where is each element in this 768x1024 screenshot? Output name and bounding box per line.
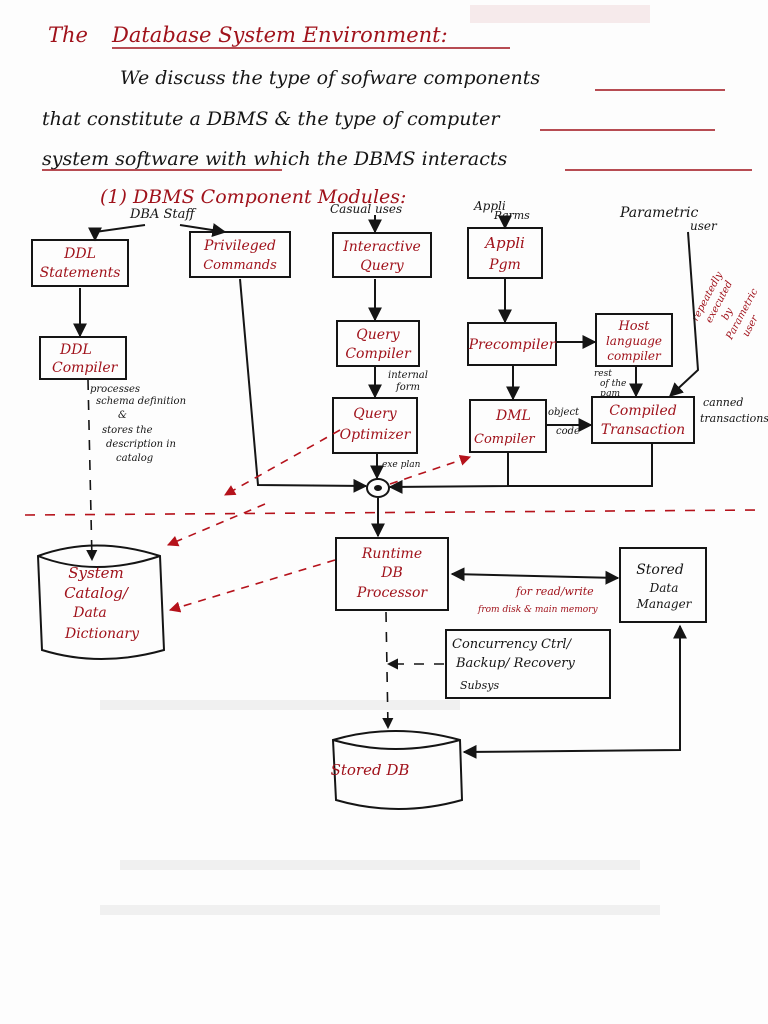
concurrency-subsystem-box: Concurrency Ctrl/ Backup/ Recovery Subsy… xyxy=(445,629,611,699)
privileged-line2: Commands xyxy=(203,258,277,273)
query-optimizer-box: Query Optimizer xyxy=(332,397,418,454)
object-code-label-2: code xyxy=(556,426,580,437)
sdm-line3: Manager xyxy=(636,597,693,611)
rest-pgm-label-3: pgm xyxy=(600,389,620,399)
appli-pgm-box: Appli Pgm xyxy=(467,227,543,279)
header-the: The xyxy=(48,23,88,47)
host-line3: compiler xyxy=(607,349,662,363)
query-optimizer-line2: Optimizer xyxy=(340,427,412,443)
host-line2: language xyxy=(606,334,662,348)
system-catalog-cylinder: System Catalog/ Data Dictionary xyxy=(36,544,166,660)
ddl-statements-box: DDL Statements xyxy=(31,239,129,287)
repeat-note-3: by xyxy=(720,306,736,322)
catalog-line4: Dictionary xyxy=(64,626,140,642)
parametric-label-1: Parametric xyxy=(619,205,699,221)
query-optimizer-line1: Query xyxy=(353,406,397,422)
rest-pgm-label-2: of the xyxy=(600,379,626,389)
parametric-label-2: user xyxy=(690,219,718,233)
host-language-compiler-box: Host language compiler xyxy=(595,313,673,367)
privileged-commands-box: Privileged Commands xyxy=(189,231,291,278)
appli-label-2: Pgrms xyxy=(493,209,530,222)
rw-label-2: from disk & main memory xyxy=(477,605,598,615)
exe-plan-label: exe plan xyxy=(382,460,421,470)
precompiler-box: Precompiler xyxy=(467,322,557,366)
appli-pgm-line2: Pgm xyxy=(488,257,521,273)
ddl-note-3: & xyxy=(118,410,127,421)
ddl-compiler-line2: Compiler xyxy=(52,360,119,376)
dba-staff-label: DBA Staff xyxy=(129,207,197,222)
stored-db-cylinder: Stored DB xyxy=(331,730,464,810)
ddl-note-1: processes xyxy=(90,384,140,395)
conc-line2: Backup/ Recovery xyxy=(455,656,576,671)
canned-label-1: canned xyxy=(703,396,743,409)
query-compiler-line2: Compiler xyxy=(345,346,412,362)
dml-compiler-line2: Compiler xyxy=(474,432,535,447)
casual-users-label: Casual uses xyxy=(330,202,402,216)
runtime-db-processor-box: Runtime DB Processor xyxy=(335,537,449,611)
intro-line-1: We discuss the type of sofware component… xyxy=(120,67,540,89)
rest-pgm-label-1: rest xyxy=(594,369,612,379)
runtime-line3: Processor xyxy=(356,585,428,601)
runtime-line1: Runtime xyxy=(361,546,422,562)
dml-compiler-line1: DML xyxy=(495,408,531,424)
ddl-statements-line2: Statements xyxy=(40,265,121,281)
section-heading: (1) DBMS Component Modules: xyxy=(100,186,406,208)
ddl-note-6: catalog xyxy=(116,453,153,464)
stored-db-label: Stored DB xyxy=(331,761,410,779)
stored-data-manager-box: Stored Data Manager xyxy=(619,547,707,623)
object-code-label-1: object xyxy=(548,407,580,418)
bleed-through xyxy=(100,5,660,915)
intro-line-2: that constitute a DBMS & the type of com… xyxy=(42,108,501,130)
conc-line3: Subsys xyxy=(460,679,500,692)
catalog-line3: Data xyxy=(72,605,107,621)
junction-node xyxy=(366,478,390,498)
interactive-line1: Interactive xyxy=(342,239,421,255)
rw-label-1: for read/write xyxy=(515,585,594,598)
internal-label-1: internal xyxy=(388,370,428,381)
ddl-statements-line1: DDL xyxy=(63,246,96,262)
catalog-line1: System xyxy=(68,564,124,582)
internal-label-2: form xyxy=(395,382,420,393)
compiled-line1: Compiled xyxy=(609,403,677,419)
dml-compiler-box: DML Compiler xyxy=(469,399,547,453)
ddl-note-2: schema definition xyxy=(96,396,186,407)
ddl-compiler-line1: DDL xyxy=(59,342,92,358)
host-line1: Host xyxy=(617,319,650,334)
repeatedly-executed-note: repeatedly executed by Parametric user xyxy=(690,270,761,342)
query-compiler-box: Query Compiler xyxy=(336,320,420,367)
canned-label-2: transactions xyxy=(700,412,768,425)
compiled-transaction-box: Compiled Transaction xyxy=(591,396,695,444)
catalog-line2: Catalog/ xyxy=(64,584,130,602)
runtime-line2: DB xyxy=(380,565,403,581)
intro-line-3: system software with which the DBMS inte… xyxy=(42,148,507,170)
sdm-line1: Stored xyxy=(636,562,684,578)
ddl-compiler-box: DDL Compiler xyxy=(39,336,127,380)
query-compiler-line1: Query xyxy=(356,327,400,343)
ddl-note-5: description in xyxy=(106,439,176,450)
appli-pgm-line1: Appli xyxy=(483,234,525,252)
privileged-line1: Privileged xyxy=(203,238,276,254)
conc-line1: Concurrency Ctrl/ xyxy=(452,637,573,652)
compiled-line2: Transaction xyxy=(601,422,685,438)
appli-label-1: Appli xyxy=(473,199,506,213)
ddl-note-4: stores the xyxy=(102,425,153,436)
interactive-line2: Query xyxy=(360,258,404,274)
interactive-query-box: Interactive Query xyxy=(332,232,432,278)
sdm-line2: Data xyxy=(649,581,679,595)
page-title: Database System Environment: xyxy=(111,23,448,47)
precompiler-label: Precompiler xyxy=(468,337,557,353)
